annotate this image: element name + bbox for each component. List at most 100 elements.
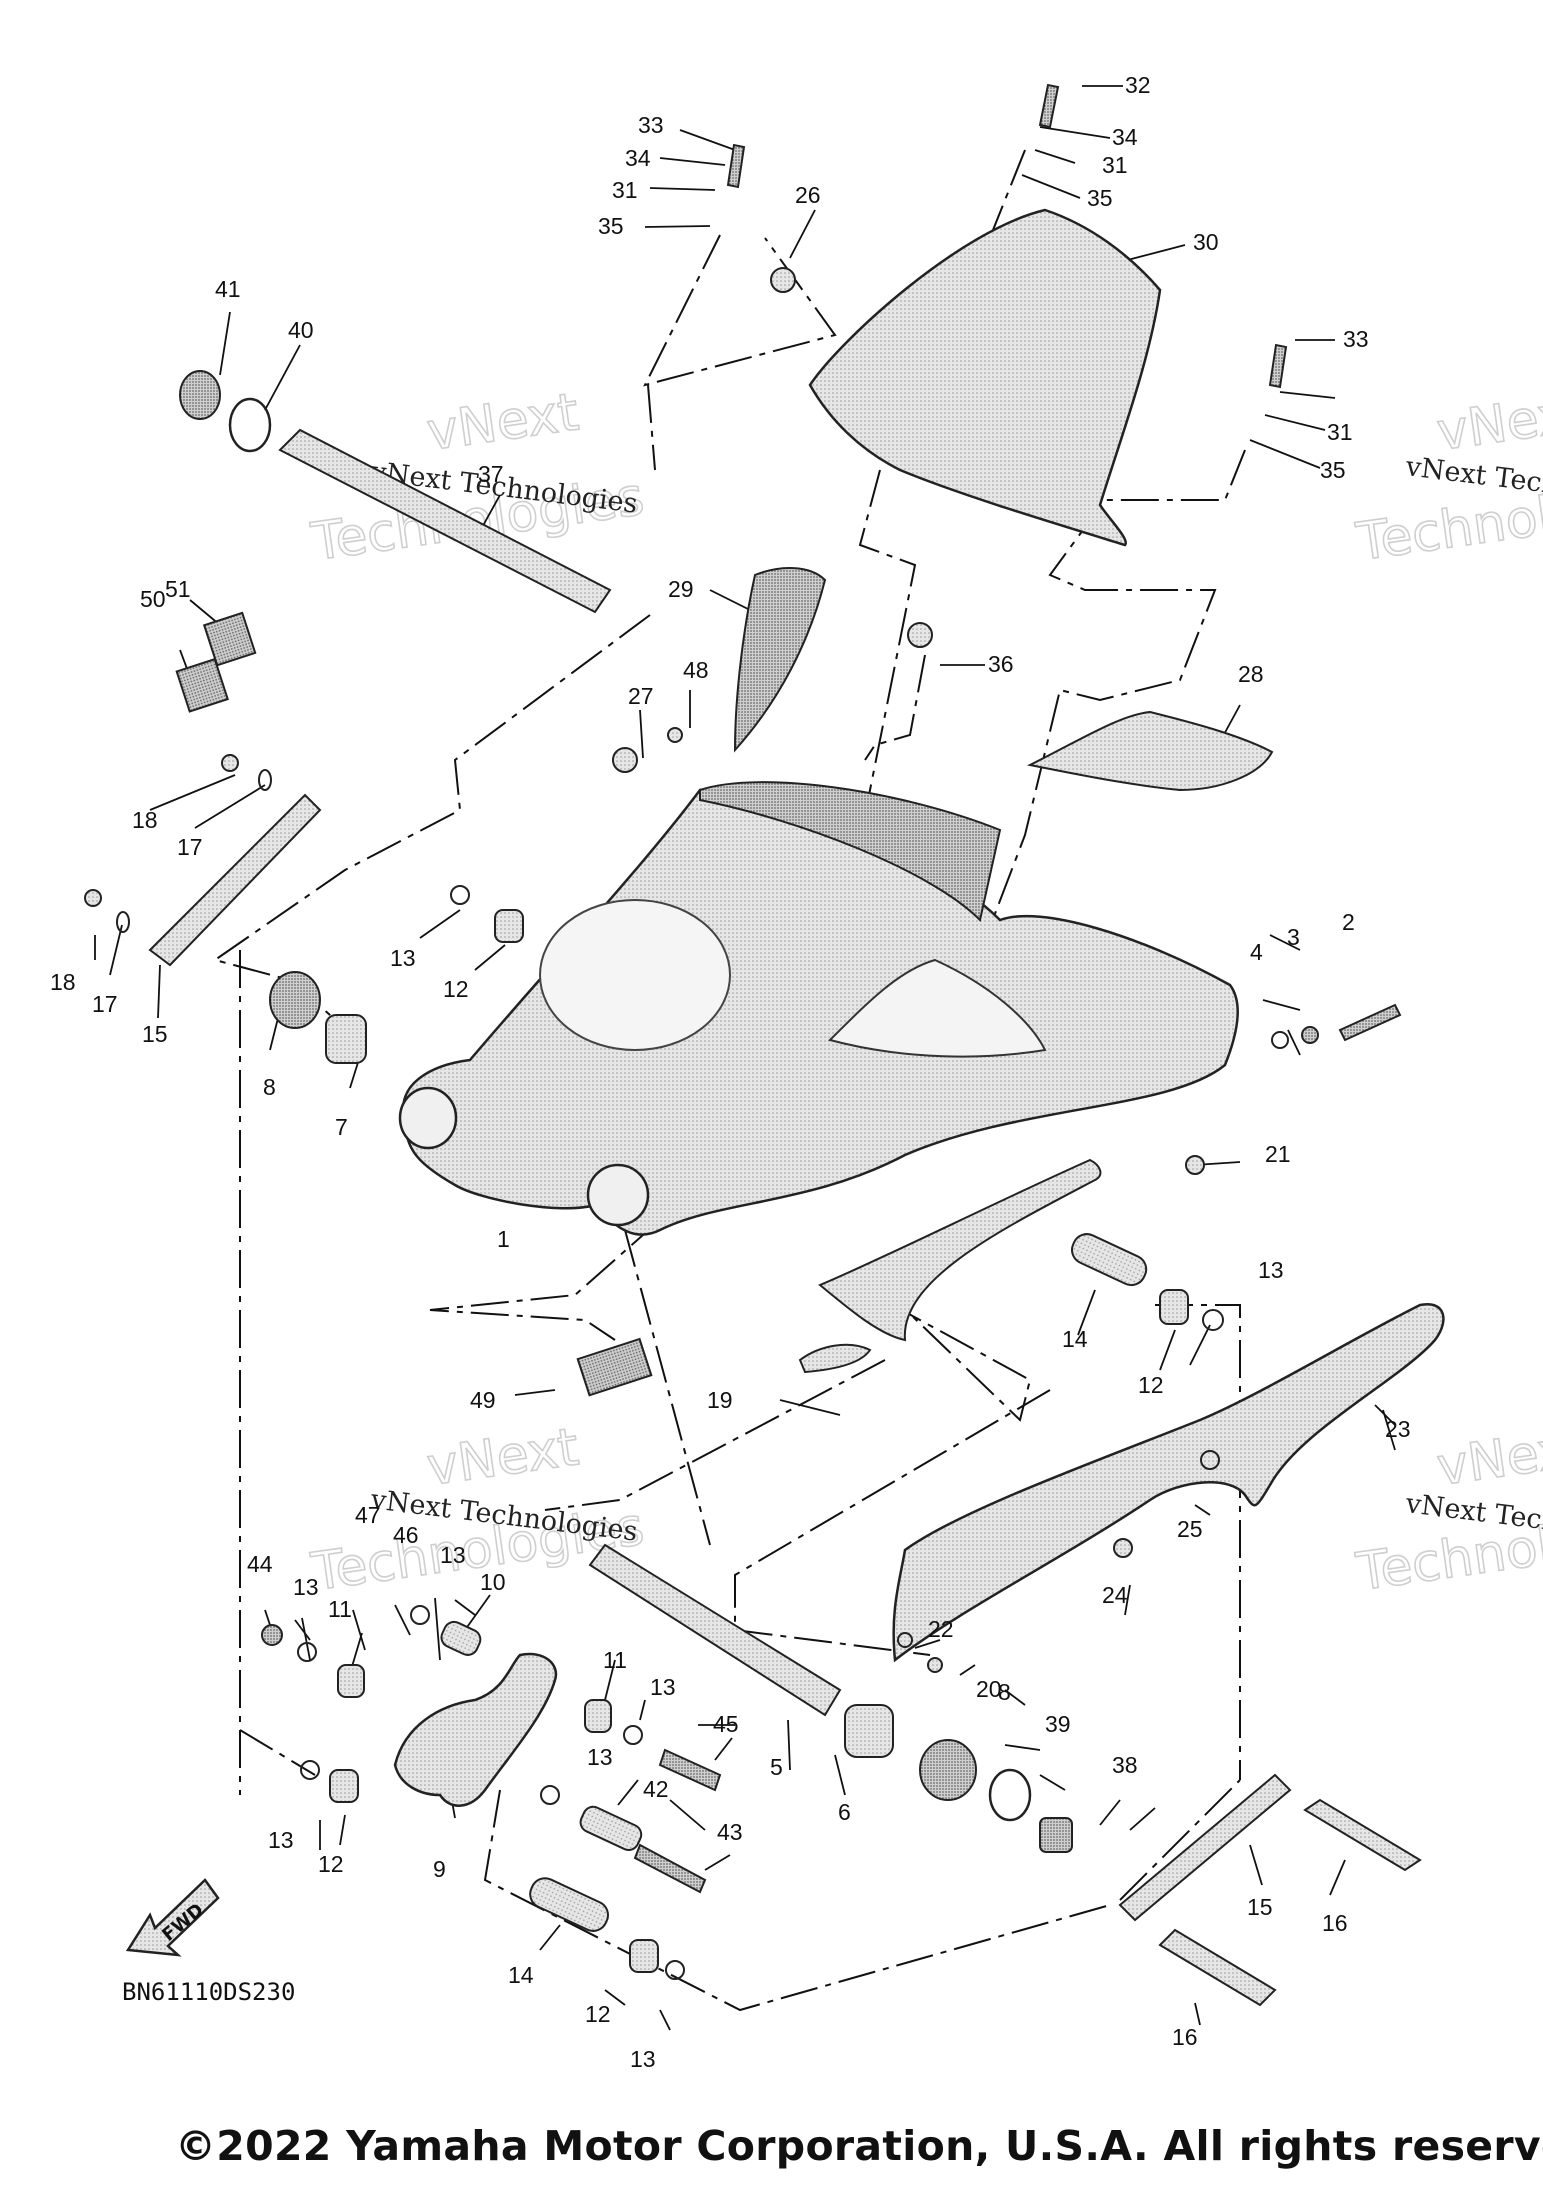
callout-16-top: 16 (1322, 1910, 1348, 1936)
washer-17-top (258, 769, 272, 791)
bolt-22 (897, 1632, 913, 1648)
callout-11-right: 11 (603, 1647, 627, 1673)
collar-14-bottom (529, 1877, 609, 1932)
washer-13-c (297, 1642, 317, 1662)
callout-42: 42 (643, 1776, 669, 1802)
nut-44 (261, 1624, 283, 1646)
bolt-33-left (726, 143, 746, 189)
callout-1: 1 (497, 1226, 510, 1252)
callout-27: 27 (628, 683, 654, 709)
bushing-11a (337, 1664, 365, 1698)
callout-7: 7 (335, 1114, 348, 1140)
swingarm (402, 788, 1239, 1236)
callout-47: 47 (355, 1502, 381, 1528)
collar-7 (325, 1014, 367, 1064)
callout-51: 51 (165, 576, 191, 602)
callout-12-right: 12 (1138, 1372, 1164, 1398)
callout-22: 22 (928, 1616, 954, 1642)
watermark-bottom-right: vNext Technologies vNext Technologies (1352, 1417, 1543, 1604)
washer-4 (1271, 1031, 1289, 1049)
callout-31-left: 31 (612, 177, 638, 203)
nut-3 (1301, 1026, 1319, 1044)
bushing-12-low (329, 1769, 359, 1803)
bolt-43 (633, 1843, 707, 1894)
bolt-25 (1200, 1450, 1220, 1470)
copyright-notice: ©2022 Yamaha Motor Corporation, U.S.A. A… (175, 2122, 1543, 2170)
washer-17-left (116, 911, 130, 933)
callout-8-bottom: 8 (998, 1679, 1011, 1705)
callout-48: 48 (683, 657, 709, 683)
callout-12-top: 12 (443, 976, 469, 1002)
chain-case (892, 1302, 1445, 1663)
callout-18-top: 18 (132, 807, 158, 833)
callout-49: 49 (470, 1387, 496, 1413)
callout-14-top: 14 (1062, 1326, 1088, 1352)
seal-8-bottom (919, 1739, 977, 1801)
callout-labels: 1 2 3 4 5 6 7 8 8 9 10 11 11 12 12 12 12… (50, 72, 1411, 2072)
callout-36: 36 (988, 651, 1014, 677)
bolt-2 (1338, 1003, 1402, 1042)
callout-37: 37 (478, 461, 504, 487)
callout-45: 45 (713, 1711, 739, 1737)
callout-43: 43 (717, 1819, 743, 1845)
bolt-32 (1038, 83, 1060, 129)
bolt-16-top (1303, 1798, 1422, 1872)
callout-26: 26 (795, 182, 821, 208)
callout-17-top: 17 (177, 834, 203, 860)
callout-46: 46 (393, 1522, 419, 1548)
callout-13-e: 13 (650, 1674, 676, 1700)
oring-39 (988, 1768, 1032, 1822)
callout-3: 3 (1287, 924, 1300, 950)
callout-5: 5 (770, 1754, 783, 1780)
bushing-12-left (494, 909, 524, 943)
parts (84, 83, 1445, 2007)
bolt-24 (1113, 1538, 1133, 1558)
callout-30: 30 (1193, 229, 1219, 255)
callout-13-f: 13 (587, 1744, 613, 1770)
callout-12-bottom: 12 (585, 2001, 611, 2027)
callout-15-right: 15 (1247, 1894, 1273, 1920)
drawing-code: BN61110DS230 (122, 1978, 295, 2006)
bushing-12-bottom (629, 1939, 659, 1973)
pivot-shaft-bottom (588, 1543, 842, 1717)
watermark-line1: vNext (423, 382, 582, 463)
callout-13-d: 13 (440, 1542, 466, 1568)
grommet-48 (667, 727, 683, 743)
callout-13-g: 13 (268, 1827, 294, 1853)
callout-40: 40 (288, 317, 314, 343)
callout-29: 29 (668, 576, 694, 602)
rear-fender (808, 208, 1162, 547)
washer-13-g (300, 1760, 320, 1780)
chain-guard (1026, 710, 1274, 792)
nut-38 (1039, 1817, 1073, 1853)
callout-35-left: 35 (598, 213, 624, 239)
bolt-20 (927, 1657, 943, 1673)
callout-13-c: 13 (293, 1574, 319, 1600)
swingarm-pivot-left (398, 1086, 458, 1150)
washer-18-top (221, 754, 239, 772)
clip-27 (612, 747, 638, 773)
swingarm-top-rail (699, 781, 1002, 922)
bolt-16-bottom (1158, 1928, 1277, 2007)
callout-39: 39 (1045, 1711, 1071, 1737)
watermark-line1: vNext (1433, 1417, 1543, 1498)
callout-18-left: 18 (50, 969, 76, 995)
callout-14-bottom: 14 (508, 1962, 534, 1988)
callout-13-b: 13 (1258, 1257, 1284, 1283)
pivot-shaft-top (278, 428, 612, 614)
clip-26 (770, 267, 796, 293)
pad-50 (175, 657, 229, 713)
callout-34-left: 34 (625, 145, 651, 171)
washer-13-e (623, 1725, 643, 1745)
fwd-arrow-icon: FWD (125, 1878, 220, 1957)
swingarm-side-window (828, 958, 1047, 1058)
callout-38: 38 (1112, 1752, 1138, 1778)
leader-lines (94, 85, 1396, 2031)
callout-50: 50 (140, 586, 166, 612)
seal-40 (228, 397, 272, 453)
callout-17-left: 17 (92, 991, 118, 1017)
callout-13-a: 13 (390, 945, 416, 971)
callout-33-right: 33 (1343, 326, 1369, 352)
plate-49 (576, 1337, 653, 1397)
